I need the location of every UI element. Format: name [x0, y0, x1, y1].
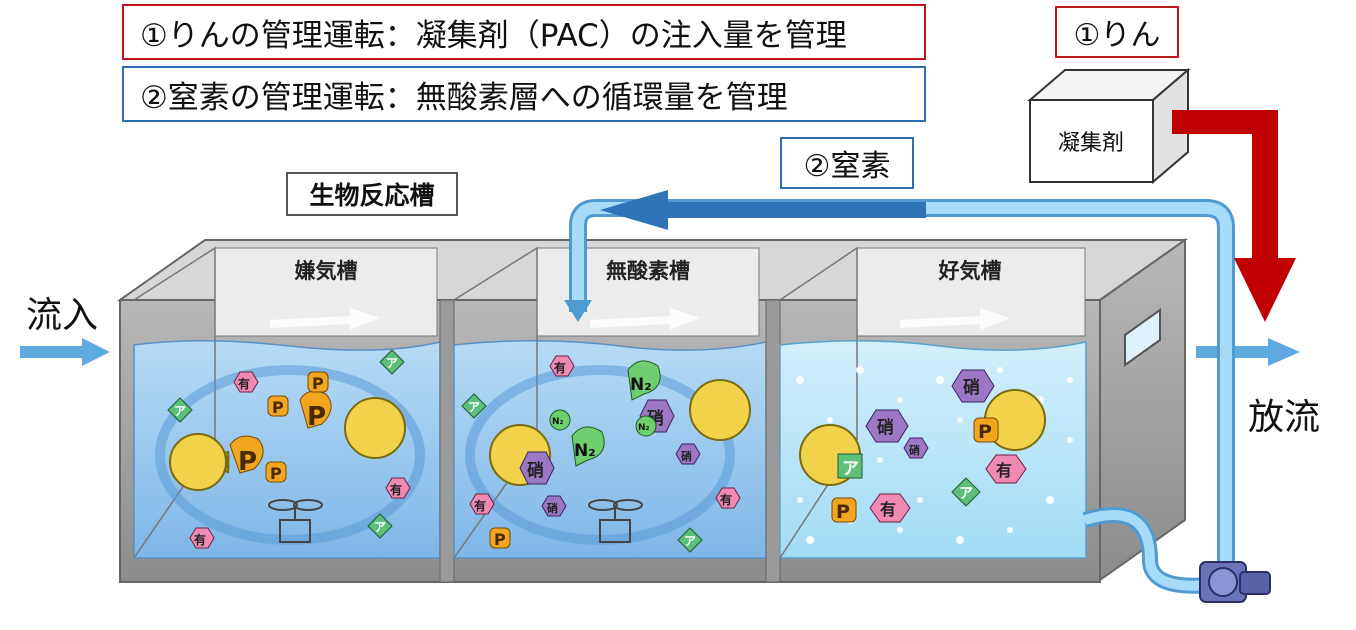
nitrate-particle: 硝 — [951, 369, 995, 403]
ammonia-particle: ア — [677, 527, 703, 553]
mixer-anoxic — [588, 499, 643, 543]
nitrogen-recycle-arrow — [600, 190, 926, 230]
inflow-arrow — [20, 338, 110, 366]
phosphorus-tag-text: ①りん — [1073, 18, 1161, 53]
outflow-arrow — [1196, 338, 1300, 366]
nitrogen-gas-bubble: N₂ — [571, 426, 605, 467]
surface-flow-arrows — [270, 308, 1010, 330]
nitrate-particle: 硝 — [865, 409, 909, 443]
ammonia-particle-label: ア — [842, 459, 859, 479]
legend-phosphorus-text: ①りんの管理運転：凝集剤（PAC）の注入量を管理 — [140, 17, 847, 54]
inflow-label: 流入 — [26, 295, 99, 336]
nitrate-particle-label: 硝 — [877, 417, 894, 438]
nitrate-particle-label: 硝 — [527, 460, 544, 481]
organic-particle-label: 有 — [720, 492, 732, 507]
organic-particle: 有 — [985, 454, 1027, 484]
coagulant-dose-arrow — [1172, 110, 1296, 322]
recycle-pump — [1199, 561, 1271, 603]
ammonia-particle-label: ア — [684, 534, 696, 548]
phosphorus-particle-label: P — [238, 447, 257, 477]
organic-particle: 有 — [385, 477, 411, 499]
phosphorus-particle-label: P — [312, 374, 324, 393]
organic-particle: 有 — [469, 493, 495, 515]
nitrogen-gas-label: N₂ — [638, 423, 650, 433]
zone-label-aerobic: 好気槽 — [938, 259, 1002, 283]
ammonia-particle: ア — [461, 393, 487, 419]
organic-particle: 有 — [715, 487, 741, 509]
nitrate-particle: 硝 — [675, 443, 701, 465]
nitrate-particle-label: 硝 — [963, 377, 980, 398]
phosphorus-particle: P — [973, 417, 999, 443]
phosphorus-particle-label: P — [270, 464, 282, 483]
ammonia-particle-label: ア — [386, 356, 398, 370]
phosphorus-particle-label: P — [836, 501, 850, 523]
organic-particle-label: 有 — [474, 498, 486, 513]
ammonia-particle: ア — [951, 477, 981, 507]
phosphorus-particle: P — [229, 435, 264, 477]
organic-particle-label: 有 — [194, 532, 206, 547]
coagulant-label: 凝集剤 — [1058, 131, 1124, 156]
phosphorus-particle-label: P — [307, 402, 326, 432]
ammonia-particle-label: ア — [959, 486, 973, 502]
particle-tags: P P P P P P P P — [167, 349, 1027, 553]
zone-label-anaerobic: 嫌気槽 — [295, 259, 358, 283]
nitrogen-gas-bubble: N₂ — [635, 415, 657, 437]
phosphorus-particle: P — [831, 497, 857, 523]
phosphorus-particle: P — [265, 461, 287, 483]
legend-nitrogen: ②窒素の管理運転：無酸素層への循環量を管理 — [122, 66, 926, 122]
organic-particle-label: 有 — [390, 482, 402, 497]
phosphorus-particle: P — [299, 390, 332, 432]
organic-particle-label: 有 — [996, 461, 1012, 480]
organic-particle: 有 — [233, 371, 259, 393]
nitrate-particle: 硝 — [903, 437, 929, 459]
organic-particle-label: 有 — [554, 360, 566, 375]
organic-particle: 有 — [189, 527, 215, 549]
phosphorus-particle-label: P — [272, 398, 284, 417]
mixer-anaerobic — [268, 499, 323, 543]
tank-title-text: 生物反応槽 — [309, 181, 435, 210]
nitrogen-tag-text: ②窒素 — [803, 149, 891, 184]
nitrogen-gas-label: N₂ — [552, 417, 564, 427]
ammonia-particle: ア — [837, 453, 863, 479]
coagulant-tank: 凝集剤 — [1027, 67, 1191, 185]
ammonia-particle-label: ア — [174, 404, 186, 418]
chamber-anaerobic — [133, 246, 441, 559]
phosphorus-particle: P — [307, 371, 329, 393]
phosphorus-particle: P — [267, 395, 289, 417]
phosphorus-particle-label: P — [494, 530, 506, 549]
outflow-label: 放流 — [1248, 397, 1321, 438]
zone-label-anoxic: 無酸素槽 — [606, 259, 690, 283]
microorganisms — [169, 379, 1046, 491]
nitrate-particle-label: 硝 — [909, 443, 920, 457]
ammonia-particle-label: ア — [374, 520, 386, 534]
phosphorus-particle: P — [489, 527, 511, 549]
phosphorus-tag: ①りん — [1055, 6, 1179, 58]
nitrate-particle-label: 硝 — [681, 449, 692, 463]
phosphorus-particle-label: P — [978, 421, 992, 443]
organic-particle: 有 — [549, 355, 575, 377]
nitrogen-tag: ②窒素 — [780, 137, 914, 189]
legend-phosphorus: ①りんの管理運転：凝集剤（PAC）の注入量を管理 — [122, 4, 926, 60]
nitrate-particle: 硝 — [519, 451, 555, 485]
legend-nitrogen-text: ②窒素の管理運転：無酸素層への循環量を管理 — [140, 79, 788, 116]
ammonia-particle: ア — [379, 349, 405, 375]
nitrate-particle-label: 硝 — [547, 501, 558, 515]
nitrate-particle: 硝 — [541, 495, 567, 517]
nitrogen-gas-label: N₂ — [630, 375, 652, 395]
organic-particle-label: 有 — [880, 500, 896, 519]
ammonia-particle: ア — [167, 397, 193, 423]
ammonia-particle: ア — [367, 513, 393, 539]
organic-particle: 有 — [869, 493, 911, 523]
organic-particle-label: 有 — [238, 376, 250, 391]
ammonia-particle-label: ア — [468, 400, 480, 414]
nitrogen-gas-bubble: N₂ — [549, 409, 571, 431]
tank-title: 生物反応槽 — [286, 172, 458, 216]
nitrogen-gas-bubble: N₂ — [627, 360, 661, 401]
nitrogen-gas-label: N₂ — [574, 441, 596, 461]
